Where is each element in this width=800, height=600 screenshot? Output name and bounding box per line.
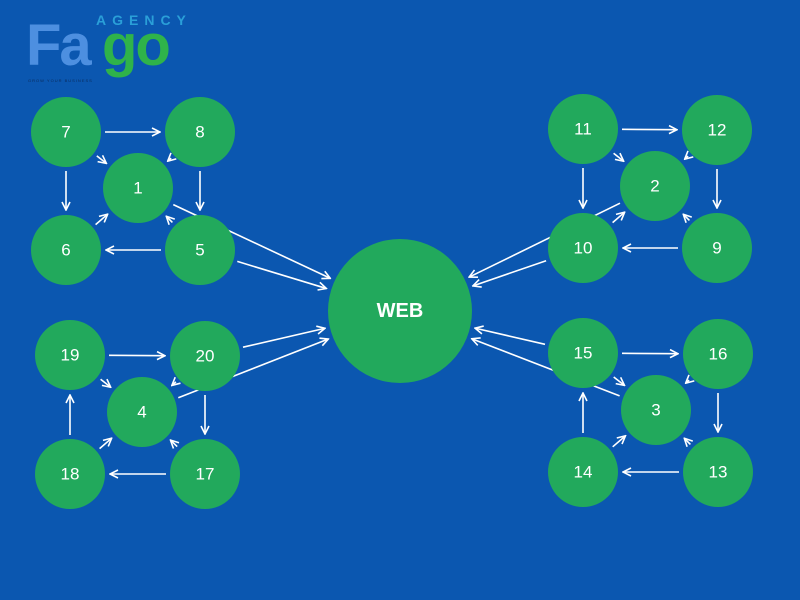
node-circle: [620, 151, 690, 221]
node-circle: [165, 97, 235, 167]
arrow-15-to-3: [613, 376, 624, 385]
node-circle: [548, 94, 618, 164]
node-1: 1: [103, 153, 173, 223]
node-label: 5: [195, 241, 204, 260]
arrow-17-to-4: [171, 441, 177, 447]
arrow-5-to-1: [167, 217, 172, 222]
arrow-10-to-web: [474, 259, 547, 286]
arrow-20-to-web: [242, 329, 324, 348]
node-circle: [548, 437, 618, 507]
node-17: 17: [170, 439, 240, 509]
node-label: 10: [574, 239, 593, 258]
hub-circle: [328, 239, 472, 383]
node-label: 17: [196, 465, 215, 484]
node-circle: [31, 215, 101, 285]
arrow-20-to-4: [173, 382, 176, 385]
arrow-12-to-2: [685, 156, 688, 158]
node-label: 18: [61, 465, 80, 484]
node-label: 3: [651, 401, 660, 420]
node-16: 16: [683, 319, 753, 389]
node-label: 16: [709, 345, 728, 364]
node-13: 13: [683, 437, 753, 507]
hub-node-web: WEB: [328, 239, 472, 383]
node-label: 8: [195, 123, 204, 142]
arrow-10-to-2: [612, 213, 624, 224]
node-circle: [107, 377, 177, 447]
node-circle: [548, 213, 618, 283]
node-label: 19: [61, 346, 80, 365]
fago-agency-logo: Fa go AGENCY GROW YOUR BUSINESS: [26, 10, 186, 90]
node-label: 6: [61, 241, 70, 260]
node-circle: [683, 437, 753, 507]
arrow-19-to-4: [100, 378, 110, 386]
node-label: 14: [574, 463, 593, 482]
node-label: 15: [574, 344, 593, 363]
node-circle: [165, 215, 235, 285]
node-circle: [548, 318, 618, 388]
node-circle: [682, 95, 752, 165]
node-8: 8: [165, 97, 235, 167]
node-15: 15: [548, 318, 618, 388]
node-label: 7: [61, 123, 70, 142]
node-14: 14: [548, 437, 618, 507]
arrow-14-to-3: [612, 437, 625, 448]
node-circle: [103, 153, 173, 223]
node-9: 9: [682, 213, 752, 283]
arrow-16-to-3: [686, 380, 689, 382]
node-19: 19: [35, 320, 105, 390]
arrow-18-to-4: [99, 439, 111, 450]
node-2: 2: [620, 151, 690, 221]
hub-label: WEB: [377, 300, 424, 322]
arrow-13-to-3: [685, 439, 690, 444]
node-label: 20: [196, 347, 215, 366]
logo-text-go: go: [102, 13, 171, 78]
node-12: 12: [682, 95, 752, 165]
node-label: 9: [712, 239, 721, 258]
arrow-5-to-web: [237, 260, 325, 288]
arrow-7-to-1: [96, 156, 106, 163]
node-10: 10: [548, 213, 618, 283]
node-18: 18: [35, 439, 105, 509]
node-label: 11: [574, 120, 592, 139]
node-6: 6: [31, 215, 101, 285]
arrow-8-to-1: [168, 158, 171, 160]
node-circle: [35, 439, 105, 509]
node-circle: [682, 213, 752, 283]
arrow-6-to-1: [95, 215, 107, 226]
node-circle: [170, 439, 240, 509]
arrow-9-to-2: [684, 215, 689, 220]
node-11: 11: [548, 94, 618, 164]
node-label: 1: [133, 179, 142, 198]
logo-text-fa: Fa: [26, 13, 92, 78]
node-circle: [170, 321, 240, 391]
node-circle: [35, 320, 105, 390]
node-20: 20: [170, 321, 240, 391]
logo-text-agency: AGENCY: [96, 12, 192, 28]
node-7: 7: [31, 97, 101, 167]
arrow-11-to-2: [613, 152, 623, 160]
node-label: 4: [137, 403, 146, 422]
arrow-15-to-web: [476, 328, 546, 346]
node-5: 5: [165, 215, 235, 285]
node-circle: [683, 319, 753, 389]
node-circle: [31, 97, 101, 167]
logo-tagline: GROW YOUR BUSINESS: [28, 78, 93, 83]
arrow-3-to-web: [473, 339, 620, 397]
node-label: 2: [650, 177, 659, 196]
node-3: 3: [621, 375, 691, 445]
node-label: 12: [708, 121, 727, 140]
node-circle: [621, 375, 691, 445]
node-label: 13: [709, 463, 728, 482]
node-4: 4: [107, 377, 177, 447]
